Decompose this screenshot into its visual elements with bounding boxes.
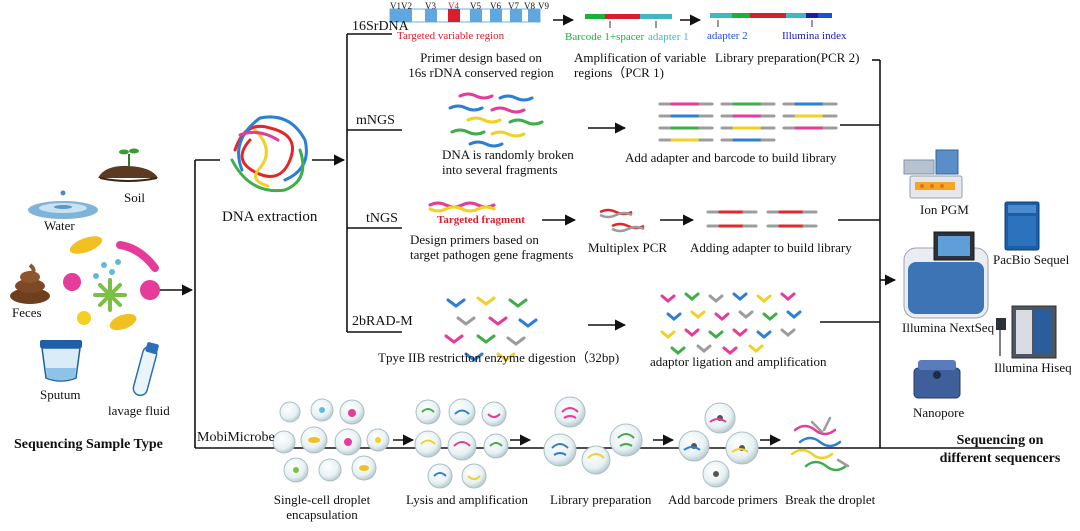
mngs-step2: Add adapter and barcode to build library [625,150,837,165]
mngs-step1-line2: into several fragments [442,162,558,177]
soil-icon [98,148,158,182]
srdna-step1-line2: 16s rDNA conserved region [408,65,554,80]
srdna-step3: Library preparation(PCR 2) [715,50,860,65]
microbes-icon [63,236,160,331]
water-icon [28,190,98,219]
label-illumina-index: Illumina index [782,30,847,42]
mngs-step1-line1: DNA is randomly broken [442,147,574,162]
label-adapter-2: adapter 2 [707,30,748,42]
region-label-v4: V4 [448,1,459,11]
droplet-encapsulation-icon [272,398,390,483]
tngs-step3: Adding adapter to build library [690,240,852,255]
dna-tangle-icon [230,115,308,193]
region-label-v3: V3 [425,1,436,11]
srdna-step2-line1: Amplification of variable [574,50,707,65]
mobi-step4: Add barcode primers [668,492,778,507]
tngs-step1-line1: Design primers based on [410,232,539,247]
brad-step2: adaptor ligation and amplification [650,354,827,369]
label-targeted-region: Targeted variable region [397,30,505,42]
mobi-step2: Lysis and amplification [406,492,529,507]
method-2brad-m: 2bRAD-M [352,314,413,329]
library-strip [710,13,832,27]
label-pacbio-sequel: PacBio Sequel [993,252,1070,267]
illumina-hiseq-icon [996,305,1057,359]
mobi-step5: Break the droplet [785,492,876,507]
tngs-fragment-icon [428,201,496,213]
label-adapter-1: adapter 1 [648,31,689,43]
region-label-v6: V6 [490,1,501,11]
ion-pgm-icon [903,149,963,199]
region-label-v1v2: V1V2 [390,1,412,11]
label-feces: Feces [12,305,42,320]
lavage-tube-icon [132,342,159,397]
amplicon-strip [585,14,672,28]
pacbio-sequel-icon [1004,201,1040,251]
nanopore-icon [913,360,961,399]
method-mngs: mNGS [356,113,395,128]
flow-connectors [148,14,1015,449]
label-dna-extraction: DNA extraction [222,209,318,225]
feces-icon [10,263,50,304]
sequencers-title-line2: different sequencers [939,451,1061,466]
label-lavage-fluid: lavage fluid [108,403,170,418]
srdna-step2-line2: regions（PCR 1) [574,65,664,80]
sample-type-title: Sequencing Sample Type [14,437,163,452]
mobi-step1-line1: Single-cell droplet [273,492,371,507]
method-16srdna: 16SrDNA [352,19,409,34]
srdna-step1-line1: Primer design based on [420,50,542,65]
mngs-library-icon [658,102,838,142]
multiplex-pcr-icon [599,208,645,233]
method-mobimicrobe: MobiMicrobe [197,430,275,445]
sequencers-title-line1: Sequencing on [956,433,1044,448]
illumina-nextseq-icon [903,231,989,319]
broken-droplet-icon [790,416,850,472]
label-sputum: Sputum [40,387,81,402]
brad-step1: Tpye IIB restriction enzyme digestion（32… [378,350,620,365]
label-ion-pgm: Ion PGM [920,202,969,217]
lysis-droplets-icon [414,398,509,489]
tngs-library-icon [706,210,818,228]
barcode-droplets-icon [678,402,759,488]
label-illumina-nextseq: Illumina NextSeq [902,320,995,335]
mobi-step3: Library preparation [550,492,652,507]
library-droplets-icon [543,396,643,475]
region-label-v5: V5 [470,1,481,11]
method-tngs: tNGS [366,211,398,226]
region-label-v8: V8 [524,1,535,11]
label-water: Water [44,218,75,233]
tngs-step1-line2: target pathogen gene fragments [410,247,574,262]
mngs-fragments-icon [448,92,544,148]
label-barcode-spacer: Barcode 1+spacer [565,31,645,43]
label-targeted-fragment: Targeted fragment [437,214,525,226]
label-soil: Soil [124,190,145,205]
label-illumina-hiseq: Illumina Hiseq [994,360,1072,375]
2brad-digestion-icon [444,296,538,362]
region-label-v9: V9 [538,1,549,11]
sputum-icon [40,340,82,382]
tngs-step2: Multiplex PCR [588,240,668,255]
mobi-step1-line2: encapsulation [286,507,358,522]
2brad-library-icon [660,292,802,355]
label-nanopore: Nanopore [913,405,965,420]
region-label-v7: V7 [508,1,519,11]
16s-rdna-gene-strip [389,8,541,23]
